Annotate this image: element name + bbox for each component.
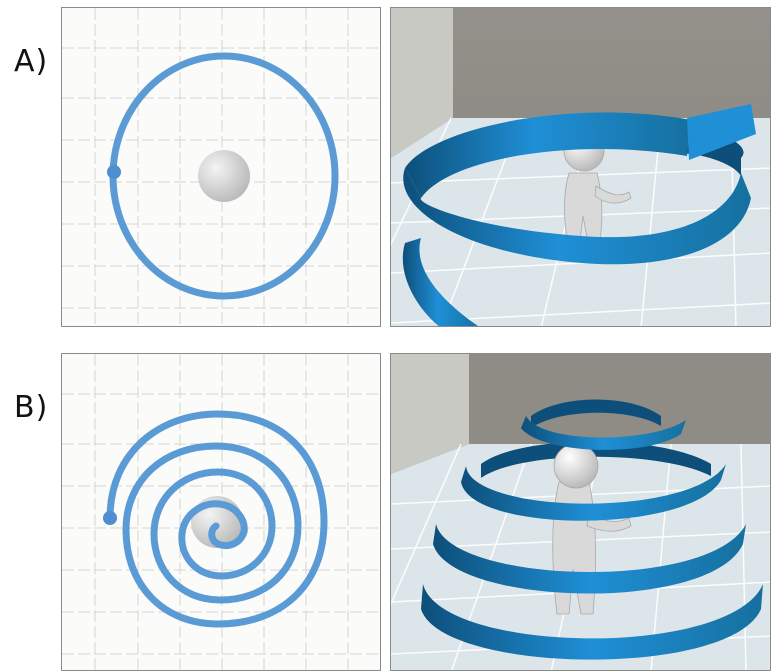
top-view-circle bbox=[62, 8, 380, 326]
top-view-circle-panel bbox=[61, 7, 381, 327]
3d-conical-helix-panel bbox=[390, 353, 771, 671]
3d-conical-helix bbox=[391, 354, 770, 670]
spiral-path bbox=[106, 410, 328, 628]
row-label-b: B) bbox=[14, 390, 49, 425]
path-start-dot bbox=[103, 511, 117, 525]
top-view-spiral-panel bbox=[61, 353, 381, 671]
row-label-a: A) bbox=[14, 44, 49, 79]
3d-cylindrical-helix bbox=[391, 8, 770, 326]
3d-helix-panel bbox=[390, 7, 771, 327]
top-view-spiral bbox=[62, 354, 380, 670]
path-start-dot bbox=[107, 165, 121, 179]
center-sphere bbox=[198, 150, 250, 202]
